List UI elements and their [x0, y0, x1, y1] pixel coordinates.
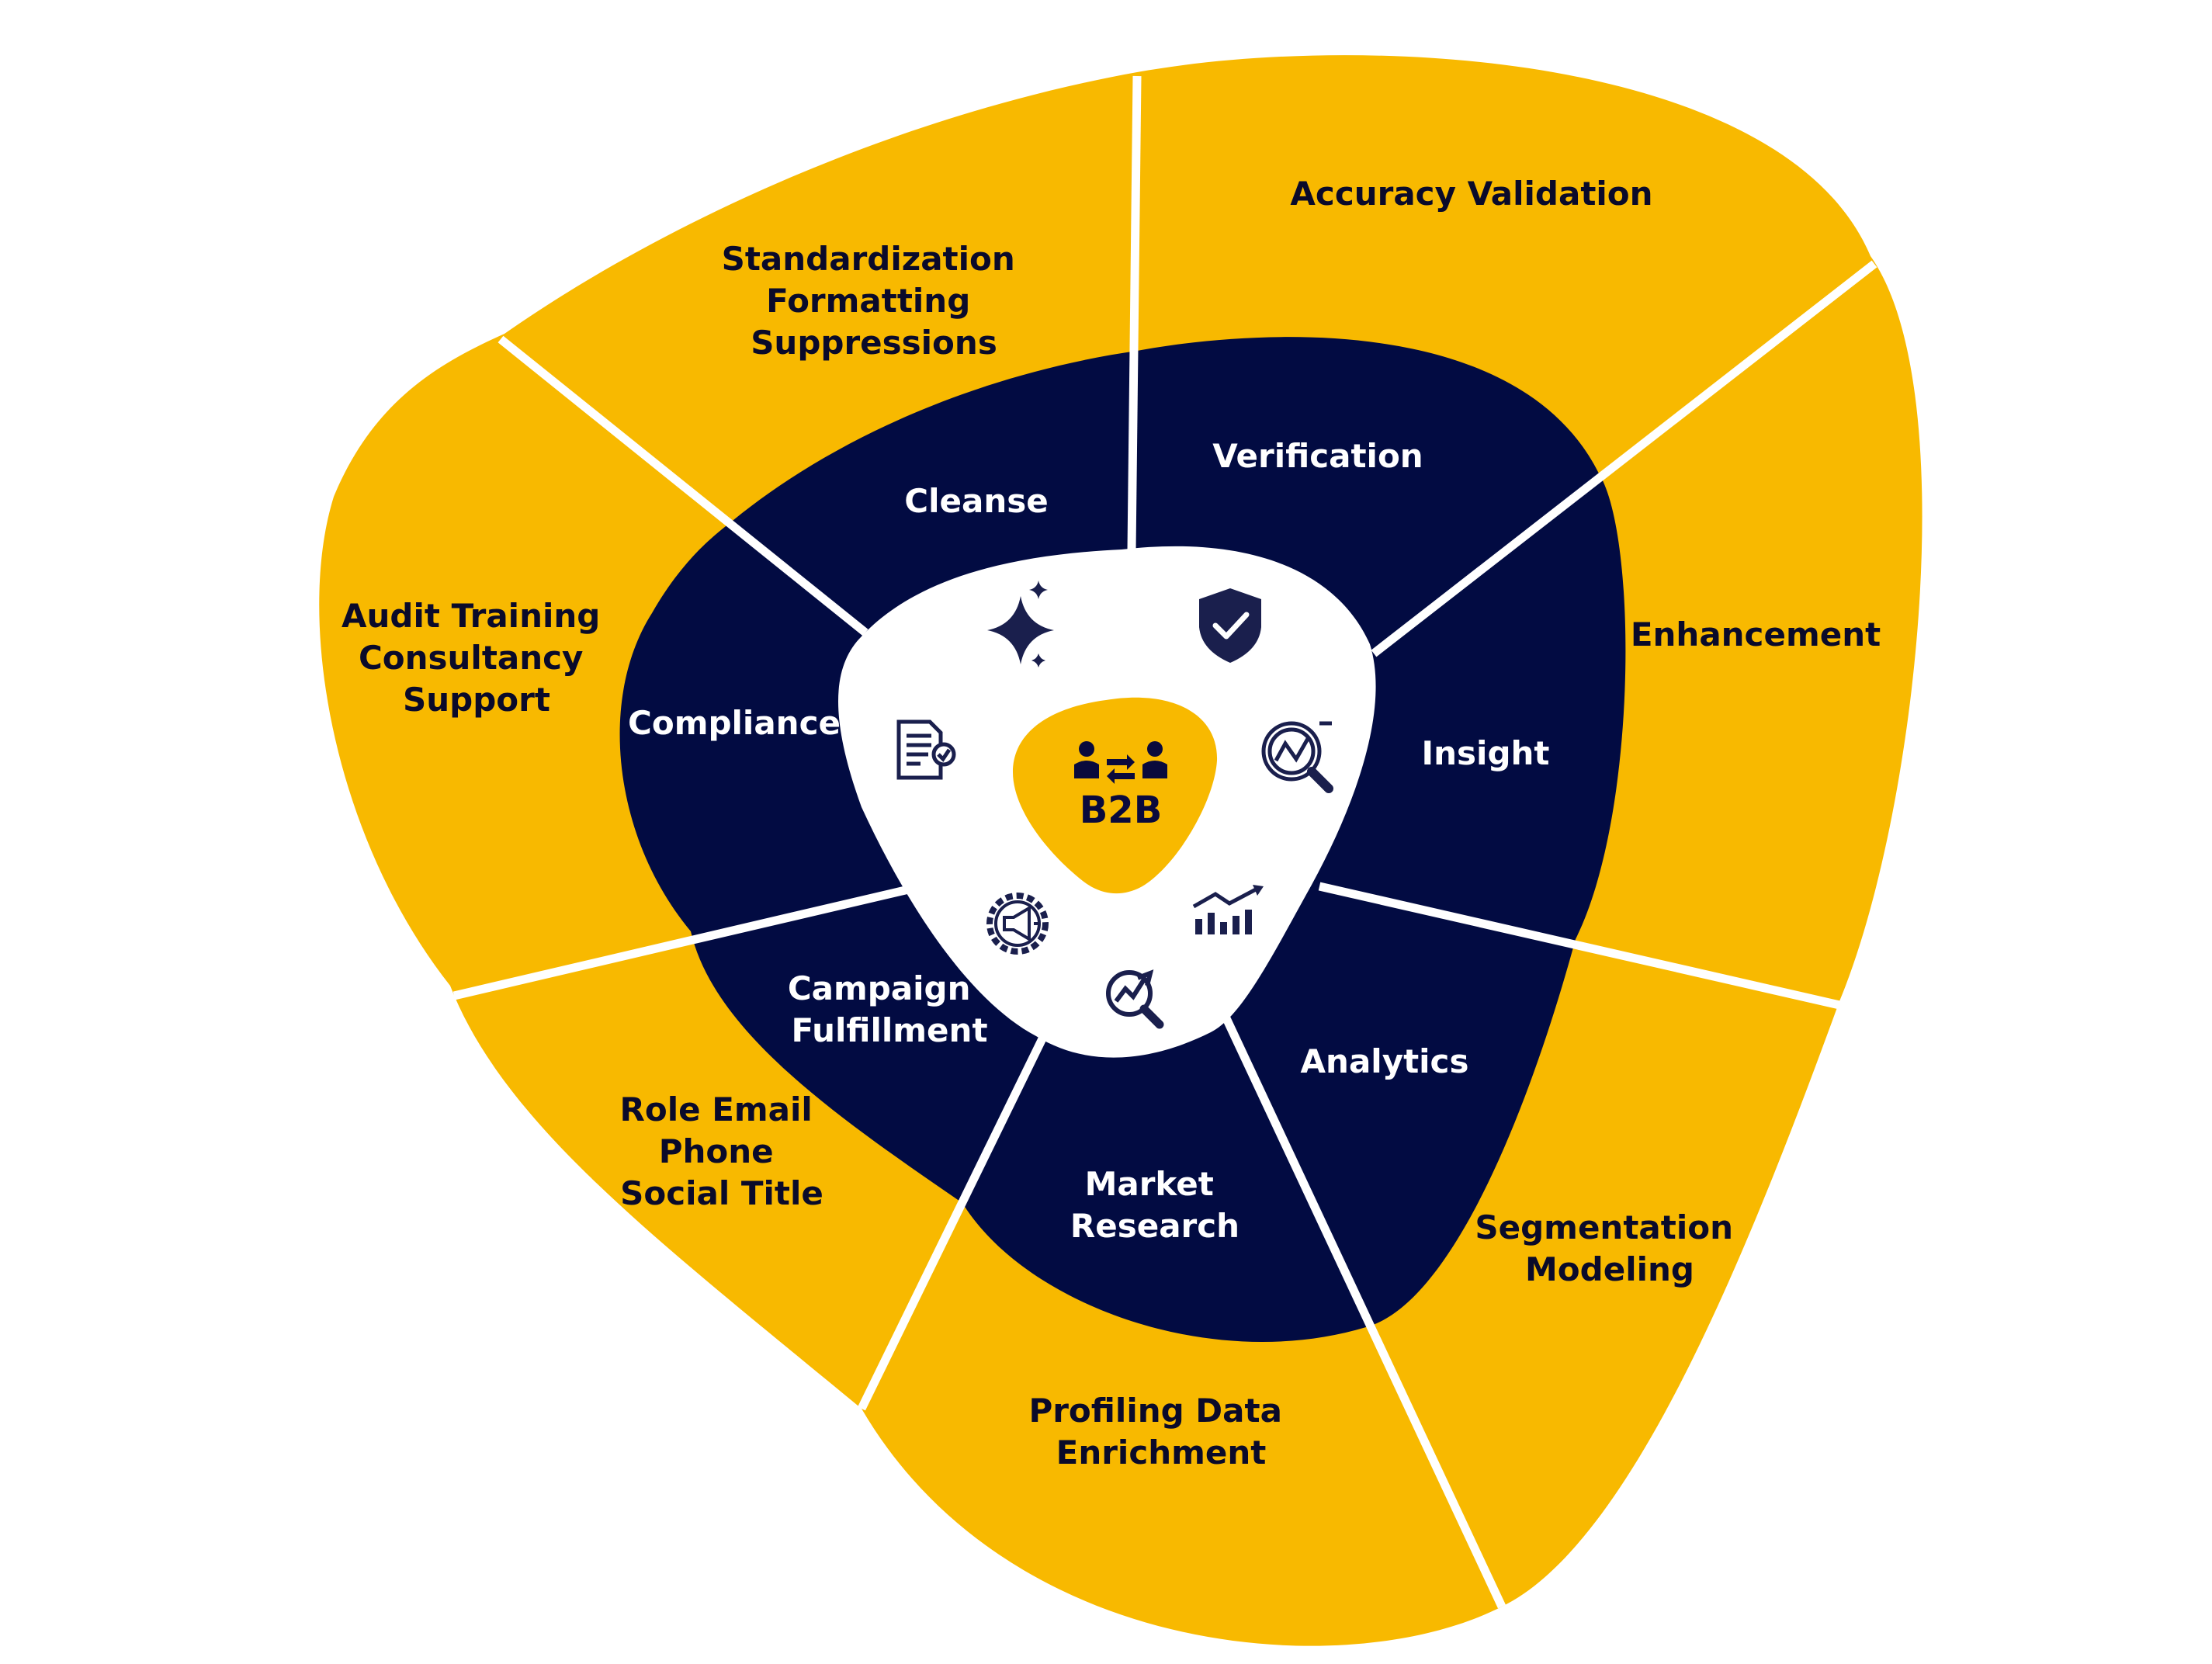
inner-label-insight: Insight [1422, 734, 1550, 772]
b2b-center-shape [1013, 697, 1218, 894]
outer-label-role-email-phone: Role Email Phone Social Title [620, 1090, 824, 1212]
sparkle-icon [987, 581, 1054, 667]
shield-check-icon [1199, 588, 1261, 663]
inner-label-campaign-fulfillment: Campaign Fulfillment [788, 969, 988, 1049]
segment-dividers [452, 75, 1877, 1609]
inner-label-cleanse: Cleanse [904, 482, 1048, 520]
outer-label-enhancement: Enhancement [1631, 615, 1881, 653]
b2b-label: B2B [1080, 789, 1163, 832]
magnify-chart-icon [1261, 721, 1333, 793]
outer-label-audit-training: Audit Training Consultancy Support [342, 597, 612, 719]
outer-label-standardization: Standardization Formatting Suppressions [722, 240, 1027, 362]
document-check-icon [896, 719, 956, 780]
inner-ring-labels: Cleanse Verification Insight Analytics M… [628, 437, 1549, 1245]
inner-label-compliance: Compliance [628, 704, 841, 742]
inner-label-analytics: Analytics [1301, 1042, 1469, 1080]
outer-label-profiling-data-enrichment: Profiling Data Enrichment [1028, 1392, 1293, 1472]
outer-label-segmentation-modeling: Segmentation Modeling [1475, 1208, 1744, 1288]
outer-label-accuracy-validation: Accuracy Validation [1290, 175, 1652, 213]
bar-chart-trend-icon [1192, 885, 1264, 934]
search-trend-icon [1106, 969, 1164, 1029]
inner-label-market-research: Market Research [1070, 1165, 1239, 1245]
b2b-exchange-icon [1074, 741, 1167, 784]
megaphone-gear-icon [986, 893, 1049, 955]
inner-label-verification: Verification [1212, 437, 1423, 475]
outer-ring-labels: Standardization Formatting Suppressions … [342, 175, 1881, 1472]
